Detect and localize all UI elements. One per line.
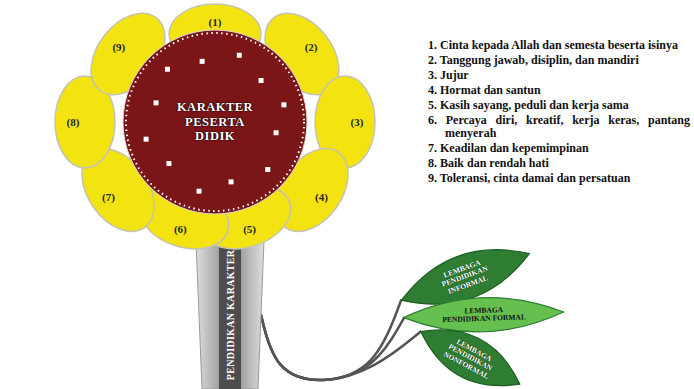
list-item: 5. Kasih sayang, peduli dan kerja sama — [428, 99, 690, 112]
stem-body — [196, 241, 264, 389]
petal-number: (5) — [243, 223, 256, 235]
branch-line — [261, 315, 404, 380]
branch-line — [261, 300, 401, 380]
petal-number: (2) — [305, 41, 318, 53]
leaf: LEMBAGA PENDIDIKAN NONFORMAL — [408, 310, 533, 389]
white-dot — [165, 67, 170, 72]
text-holder: (8) — [67, 116, 80, 128]
speckled-rim — [126, 33, 304, 211]
petal-number: (8) — [67, 116, 80, 128]
value-list: 1. Cinta kepada Allah dan semesta besert… — [428, 39, 690, 187]
petal-number: (1) — [209, 16, 222, 28]
white-dot — [259, 78, 264, 83]
branch-line — [261, 315, 421, 380]
text-holder: (3) — [351, 116, 364, 128]
white-dot — [144, 137, 149, 142]
leaf-outline — [411, 313, 530, 389]
white-dot — [281, 102, 286, 107]
leaf-label: LEMBAGA PENDIDIKAN FORMAL — [442, 305, 526, 324]
list-item: 2. Tanggung jawab, disiplin, dan mandiri — [428, 54, 690, 67]
center-title: KARAKTER PESERTA DIDIK — [177, 100, 253, 143]
text-holder: (2) — [305, 41, 318, 53]
petal-number: (9) — [112, 41, 125, 53]
stem-label: PENDIDIKAN KARAKTER — [225, 250, 236, 380]
text-holder: (7) — [102, 191, 115, 203]
white-dot — [154, 100, 159, 105]
white-dot — [166, 161, 171, 166]
center-circle — [123, 30, 307, 214]
text-holder: LEMBAGA PENDIDIKAN FORMAL — [442, 305, 526, 324]
list-item: 9. Toleransi, cinta damai dan persatuan — [428, 172, 690, 185]
leaf-outline — [403, 295, 564, 335]
stem-band — [219, 241, 241, 389]
text-holder: (6) — [174, 223, 187, 235]
petal-number: (6) — [174, 223, 187, 235]
white-dot — [237, 53, 242, 58]
white-dot — [200, 59, 205, 64]
list-item: 3. Jujur — [428, 69, 690, 82]
text-holder: (1) — [209, 16, 222, 28]
text-holder: (9) — [112, 41, 125, 53]
petal-number: (7) — [102, 191, 115, 203]
white-dot — [274, 130, 279, 135]
text-holder: KARAKTER PESERTA DIDIK — [123, 30, 307, 214]
list-item: 6. Percaya diri, kreatif, kerja keras, p… — [428, 114, 690, 140]
flower-center: KARAKTER PESERTA DIDIK — [123, 30, 307, 214]
white-dot — [197, 189, 202, 194]
white-dot — [265, 167, 270, 172]
text-holder: (4) — [315, 191, 328, 203]
petal-number: (3) — [351, 116, 364, 128]
list-item: 4. Hormat dan santun — [428, 84, 690, 97]
text-holder: PENDIDIKAN KARAKTER — [225, 250, 236, 380]
list-item: 7. Keadilan dan kepemimpinan — [428, 142, 690, 155]
white-dot — [229, 179, 234, 184]
list-item: 1. Cinta kepada Allah dan semesta besert… — [428, 39, 690, 52]
text-holder: (5) — [243, 223, 256, 235]
flower-stem: PENDIDIKAN KARAKTER — [196, 241, 264, 389]
list-item: 8. Baik dan rendah hati — [428, 157, 690, 170]
petal-number: (4) — [315, 191, 328, 203]
